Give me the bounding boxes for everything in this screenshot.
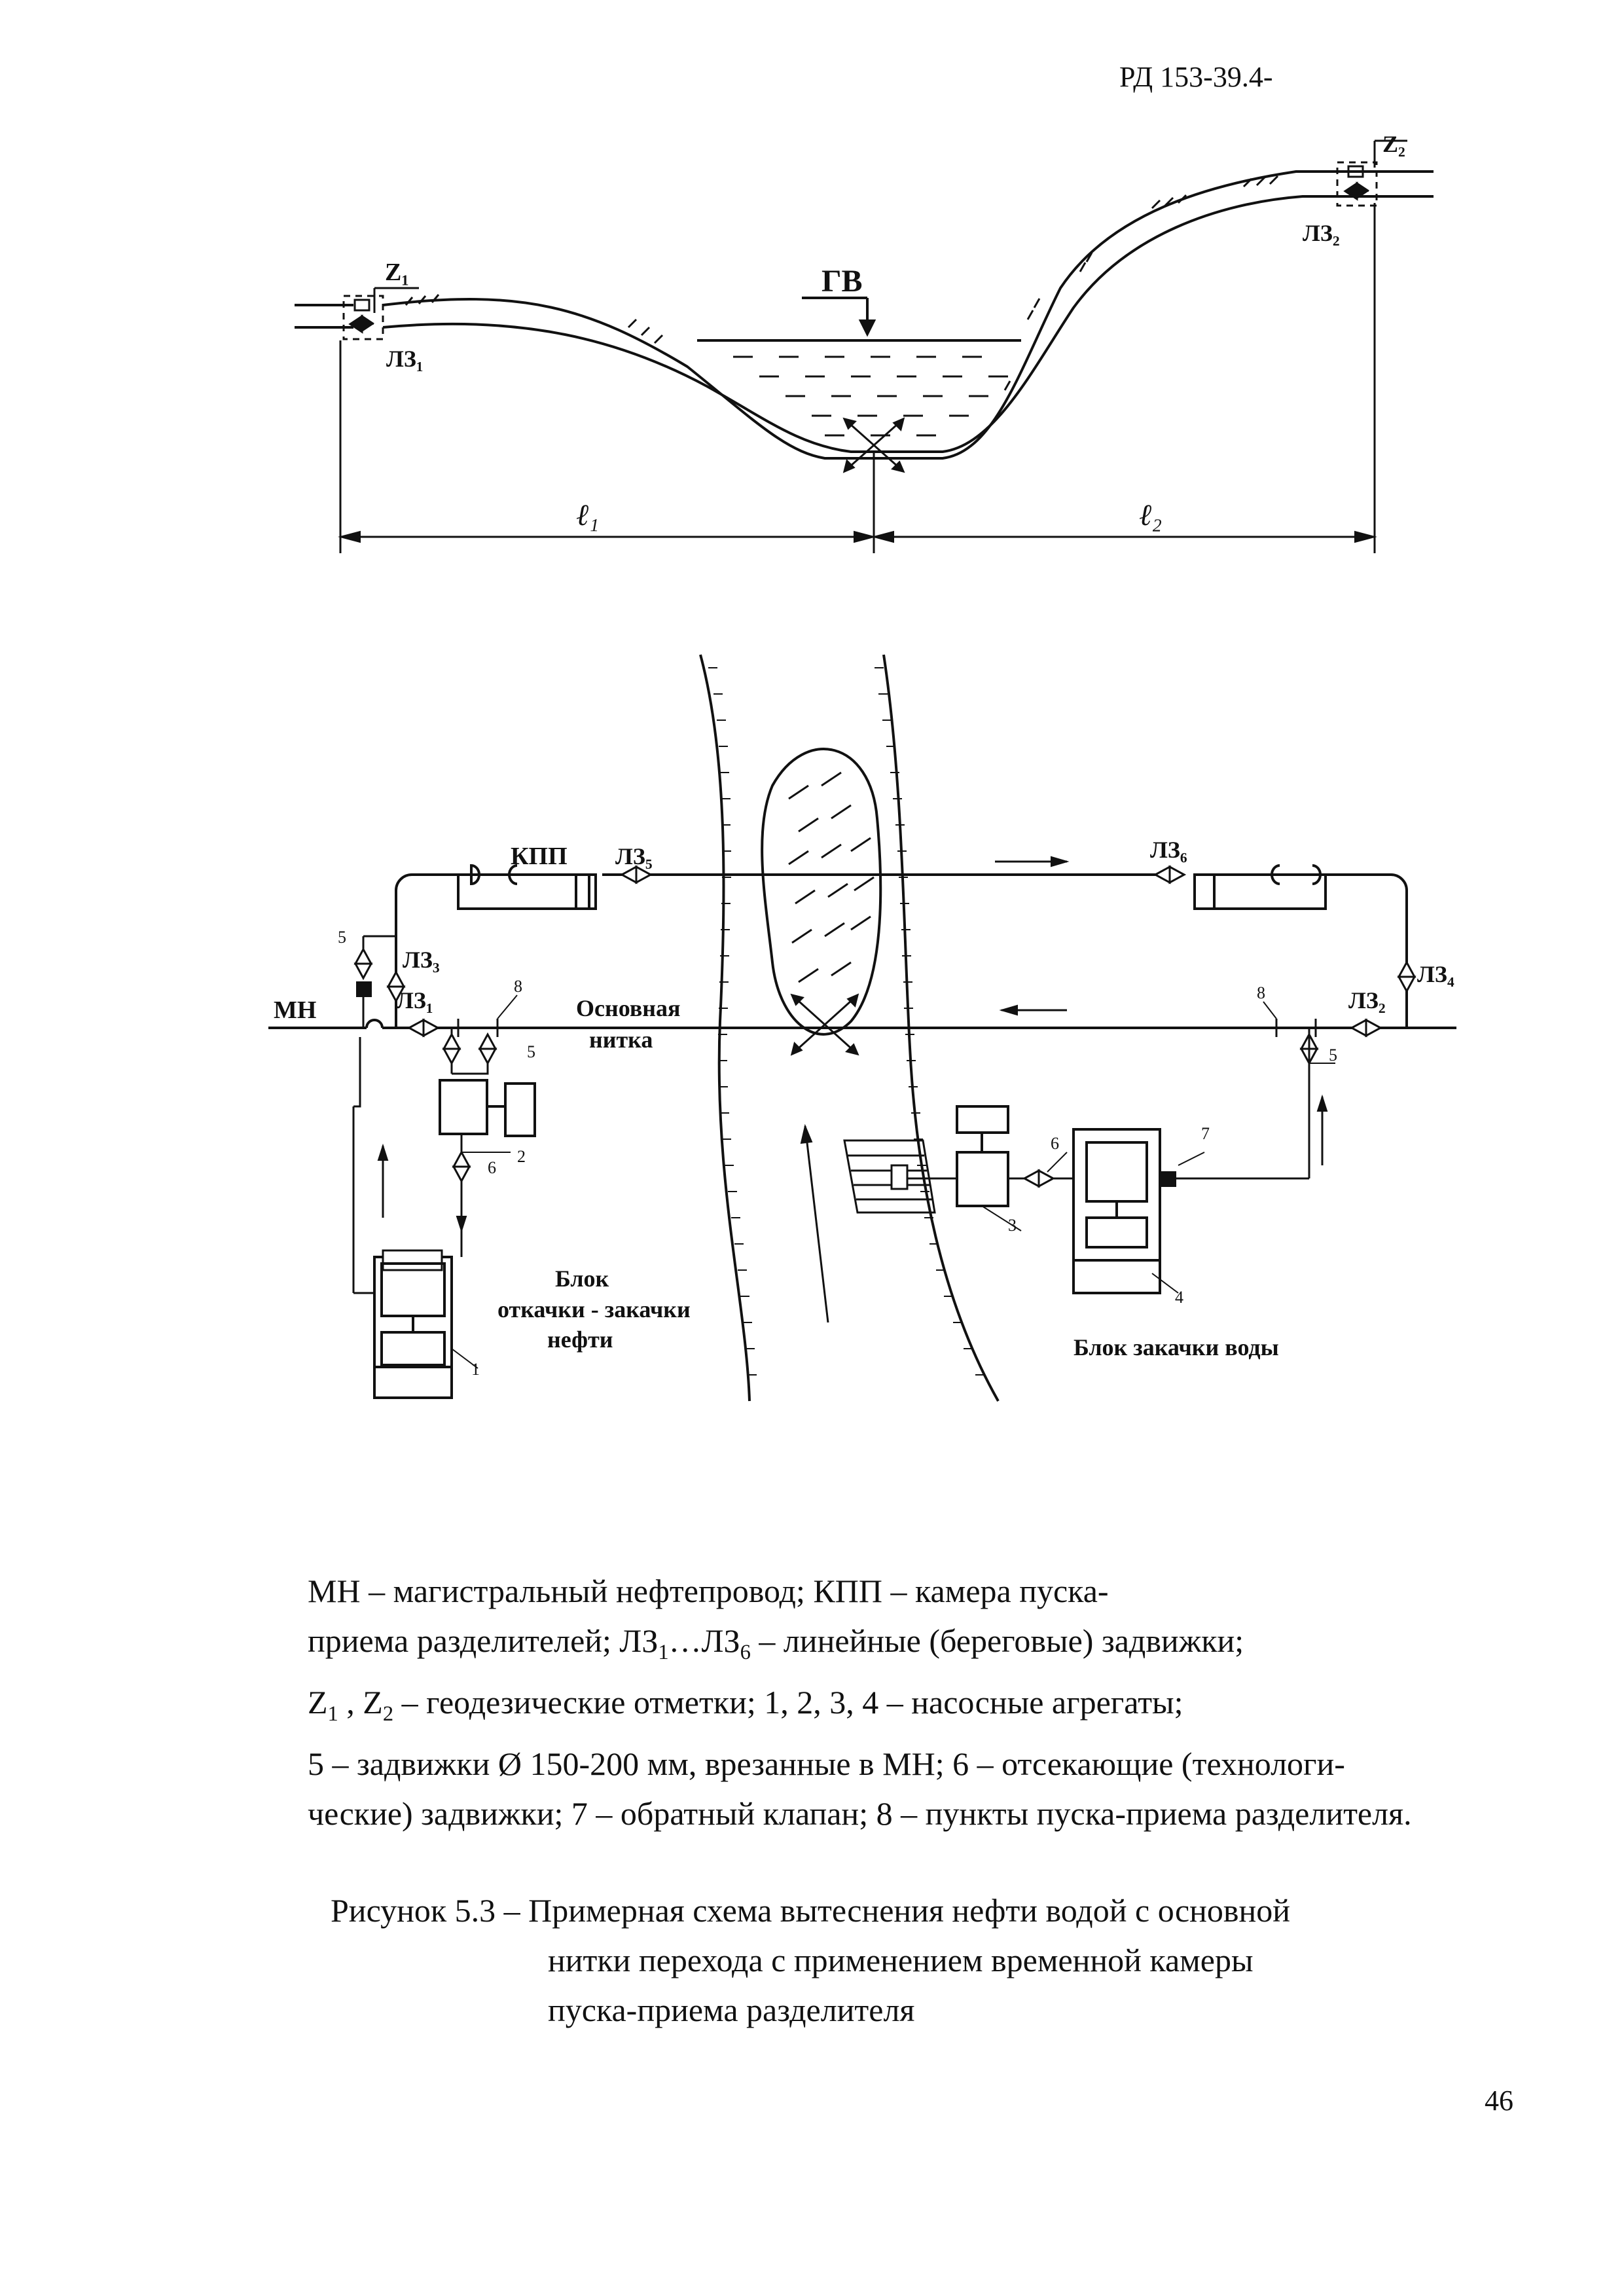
legend-line-4: 5 – задвижки Ø 150-200 мм, врезанные в М… [308,1745,1345,1782]
lz5-valve-icon [619,865,653,884]
lz3-valve-icon [386,970,406,1004]
l1-label: ℓ₁ [576,498,599,532]
bank-ticks [708,667,984,1376]
valve-6-top-icon [442,1032,461,1066]
lz2-valve-handle [1347,165,1364,178]
legend-line-1: МН – магистральный нефтепровод; КПП – ка… [308,1573,1109,1609]
mn-label: МН [274,996,316,1024]
number-8-right: 8 [1257,983,1265,1002]
lz2-dashed-box [1336,161,1378,207]
l2-label: ℓ₂ [1139,498,1162,532]
pipe-profile-inner [382,195,1375,453]
number-8-left: 8 [514,977,522,996]
pump-3-motor [956,1105,1009,1134]
number-6-right: 6 [1051,1134,1059,1153]
lz6-label: ЛЗ₆ [1150,837,1187,863]
lz4-valve-icon [1397,960,1416,994]
lz4-label: ЛЗ₄ [1417,961,1454,987]
lz1-profile-label: ЛЗ₁ [386,346,424,372]
lz1-dashed-box [342,295,384,340]
temp-line-right-riser [1322,873,1408,1028]
lz6-valve-icon [1153,865,1187,884]
lz5-label: ЛЗ₅ [615,843,653,869]
river-bank-right [882,654,1000,1402]
pump-4-frame [1072,1128,1161,1294]
lz3-label: ЛЗ₃ [403,947,440,973]
gv-label: ГВ [821,264,863,299]
pump-1-box [380,1262,446,1317]
figure-caption: Рисунок 5.3 – Примерная схема вытеснения… [331,1886,1290,2035]
lz2-profile-label: ЛЗ₂ [1303,220,1340,246]
legend-line-3: Z1 , Z2 – геодезические отметки; 1, 2, 3… [308,1684,1183,1726]
kpp-left-chamber [457,873,597,910]
erosion-hatching [788,771,875,983]
lz1-plan-label: ЛЗ₁ [396,987,433,1013]
lz1-valve-icon [348,314,374,334]
plan-section [268,654,1456,1402]
ground-profile-outer [382,170,1362,460]
pump-1-motor [380,1331,446,1366]
main-line-label-1: Основная [576,995,681,1021]
lz2-plan-label: ЛЗ₂ [1348,987,1386,1013]
caption-line-2: нитки перехода с применением временной к… [548,1942,1254,1978]
number-4: 4 [1175,1288,1183,1307]
valve-5-main-icon [478,1032,497,1066]
grass-ticks [405,175,1279,391]
number-3: 3 [1008,1216,1017,1235]
kpp-right-chamber [1193,873,1327,910]
profile-cross-arrows [842,417,905,473]
block-oil-label-3: нефти [547,1326,613,1353]
profile-section [295,139,1434,553]
main-line-label-2: нитка [589,1027,653,1053]
pump-2-motor [504,1082,536,1137]
number-5-right: 5 [1329,1046,1337,1065]
pump-2-box [439,1079,488,1135]
pump-4-box [1085,1141,1148,1203]
block-water-label: Блок закачки воды [1074,1334,1279,1360]
plan-cross-arrows [790,993,859,1056]
pump-3-box [956,1151,1009,1207]
kpp-label: КПП [511,843,568,870]
water-intake [843,1139,936,1214]
riverbed-erosion-zone [761,748,882,1036]
figure-legend: МН – магистральный нефтепровод; КПП – ка… [308,1566,1486,1838]
lz2-plan-valve-icon [1349,1018,1383,1038]
lz1-valve-handle [353,299,370,312]
valve-6-bottom-icon [452,1150,471,1184]
number-1: 1 [471,1360,480,1379]
page-number: 46 [1485,2085,1513,2117]
caption-line-3: пуска-приема разделителя [548,1992,915,2028]
block-oil-label-1: Блок [555,1266,609,1292]
lz1-plan-valve-icon [406,1018,441,1038]
block-oil-label-2: откачки - закачки [497,1296,691,1322]
legend-line-2: приема разделителей; ЛЗ1…ЛЗ6 – линейные … [308,1622,1244,1664]
pipe-crossover [365,1019,384,1029]
pump-4-motor [1085,1216,1148,1248]
valve-5-left-icon [353,947,373,981]
z2-label: Z₂ [1382,131,1405,157]
check-valve-7-icon [1161,1171,1176,1187]
temp-line-left-riser [395,873,471,1028]
number-2: 2 [517,1147,526,1166]
check-valve-left-icon [356,981,372,997]
legend-line-5: ческие) задвижки; 7 – обратный клапан; 8… [308,1795,1412,1832]
water-hatching [733,355,1008,437]
valve-6-right-icon [1022,1169,1056,1188]
caption-line-1: Рисунок 5.3 – Примерная схема вытеснения… [331,1892,1291,1929]
number-6-left: 6 [488,1158,496,1177]
number-5-main: 5 [527,1042,535,1061]
lz2-valve-icon [1343,181,1369,201]
river-bank-left [699,654,751,1402]
z1-label: Z₁ [385,259,409,286]
number-5-left: 5 [338,928,346,947]
number-7: 7 [1201,1124,1210,1143]
document-code: РД 153-39.4- [1119,61,1273,93]
